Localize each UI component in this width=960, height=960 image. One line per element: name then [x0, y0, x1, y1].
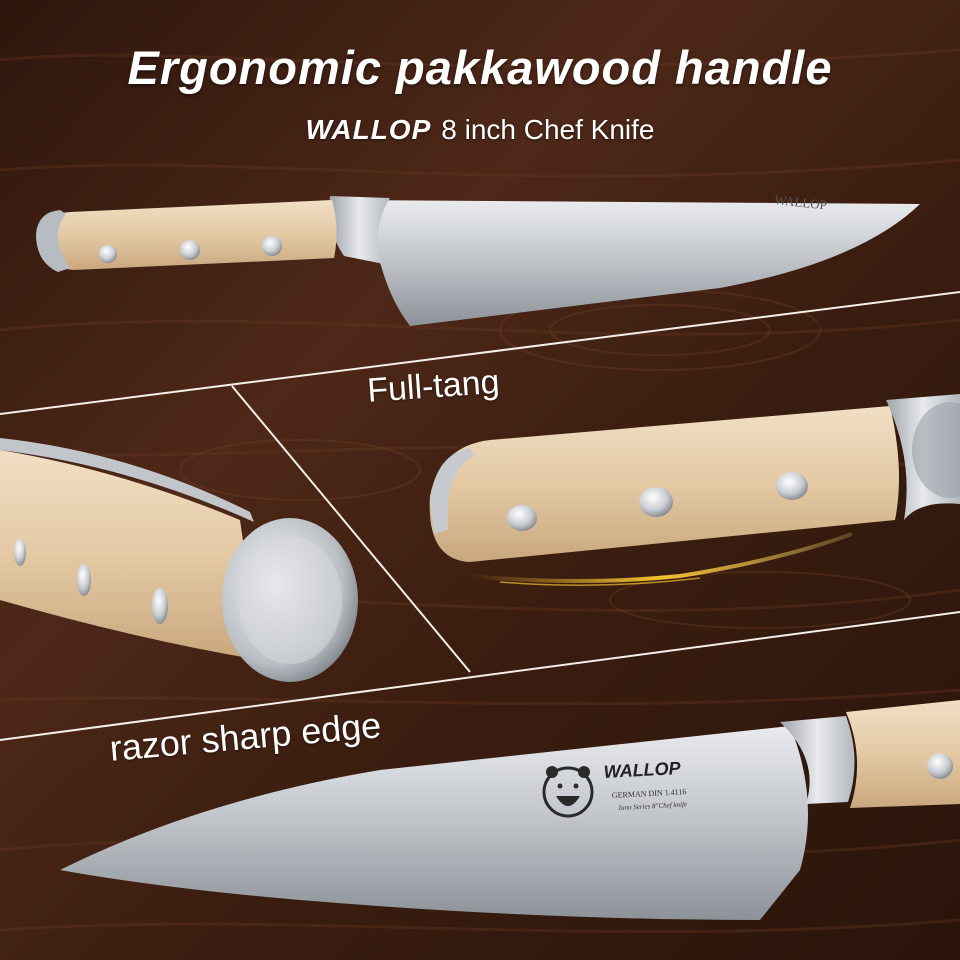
top-knife-rivet: [99, 245, 117, 263]
bottom-knife-handle: [846, 700, 960, 808]
closeup-handle-side: [0, 450, 260, 660]
brand-logo: WALLOP: [305, 114, 432, 145]
top-knife-blade: [338, 200, 920, 326]
product-name: 8 inch Chef Knife: [441, 114, 655, 145]
handle-closeup-end: [0, 438, 358, 682]
tang-handle: [429, 406, 899, 562]
bottom-knife-blade: [60, 726, 808, 920]
bottom-blade-brand: WALLOP: [603, 758, 682, 782]
tang-rivet: [639, 487, 673, 517]
bear-logo-icon: [542, 766, 594, 818]
top-knife-bolster: [329, 196, 390, 264]
closeup-rivet: [152, 588, 168, 624]
top-knife-butt: [36, 210, 70, 272]
panel-dividers: [0, 291, 960, 741]
page-title: Ergonomic pakkawood handle: [127, 41, 833, 94]
tang-bolster-curve: [912, 402, 960, 498]
top-knife-rivet: [262, 236, 282, 256]
top-knife-rivet: [180, 240, 200, 260]
top-blade-brand: WALLOP: [774, 192, 828, 212]
tang-handle-spine: [430, 448, 474, 534]
closeup-rivet: [14, 538, 26, 566]
top-knife-handle: [45, 200, 337, 270]
bottom-blade-steel: GERMAN DIN 1.4116: [612, 787, 687, 800]
bottom-knife-rivet: [927, 753, 953, 779]
closeup-rivet: [77, 564, 91, 596]
gold-ergonomic-curve: [469, 532, 853, 583]
tang-rivet: [507, 505, 537, 531]
closeup-handle-edge: [0, 438, 254, 522]
bottom-knife-bolster: [780, 716, 855, 804]
product-subtitle: WALLOP 8 inch Chef Knife: [0, 114, 960, 146]
top-knife: WALLOP: [36, 192, 920, 326]
bottom-knife: WALLOP GERMAN DIN 1.4116 Juno Series 8"C…: [60, 700, 960, 920]
tang-rivet: [776, 472, 808, 500]
handle-closeup-tang: [429, 394, 960, 586]
bottom-blade-series: Juno Series 8"Chef knife: [618, 800, 688, 812]
